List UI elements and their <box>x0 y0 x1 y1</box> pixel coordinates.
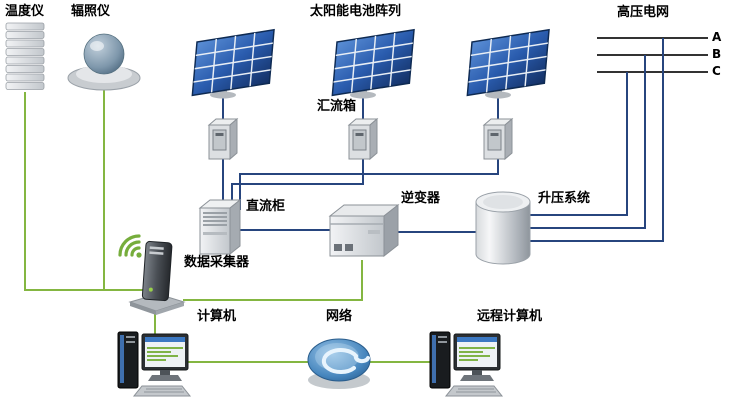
combiner-box-icon-2 <box>346 116 380 166</box>
label-solar-array: 太阳能电池阵列 <box>310 4 402 19</box>
label-temperature-meter: 温度仪 <box>5 4 45 19</box>
boost-system-icon <box>474 190 532 272</box>
inverter-icon <box>328 200 400 266</box>
label-phase-c: C <box>712 64 721 78</box>
remote-computer-icon <box>428 326 504 404</box>
label-phase-b: B <box>712 47 722 61</box>
solar-panel-icon-2 <box>323 28 418 104</box>
wifi-icon <box>112 228 146 266</box>
label-computer: 计算机 <box>197 309 237 324</box>
label-hv-grid: 高压电网 <box>617 5 670 20</box>
solar-panel-icon-3 <box>458 28 553 104</box>
label-irradiance-meter: 辐照仪 <box>71 4 111 19</box>
data-collector-icon <box>128 238 186 320</box>
temperature-meter-icon <box>5 22 45 98</box>
label-remote-computer: 远程计算机 <box>477 309 543 324</box>
combiner-box-icon-1 <box>206 116 240 166</box>
label-combiner-box: 汇流箱 <box>317 99 357 114</box>
network-icon <box>304 330 374 396</box>
label-data-collector: 数据采集器 <box>184 255 250 270</box>
label-network: 网络 <box>326 309 353 324</box>
computer-icon <box>116 326 192 404</box>
dc-cabinet-icon <box>198 196 242 262</box>
solar-panel-icon-1 <box>183 28 278 104</box>
combiner-box-icon-3 <box>481 116 515 166</box>
label-dc-cabinet: 直流柜 <box>246 199 286 214</box>
irradiance-meter-icon <box>66 26 142 96</box>
label-inverter: 逆变器 <box>401 191 441 206</box>
label-phase-a: A <box>712 30 722 44</box>
hv-grid-phase-lines <box>597 37 708 73</box>
power-lines <box>222 38 664 242</box>
data-lines <box>24 86 430 363</box>
label-boost-system: 升压系统 <box>538 191 591 206</box>
